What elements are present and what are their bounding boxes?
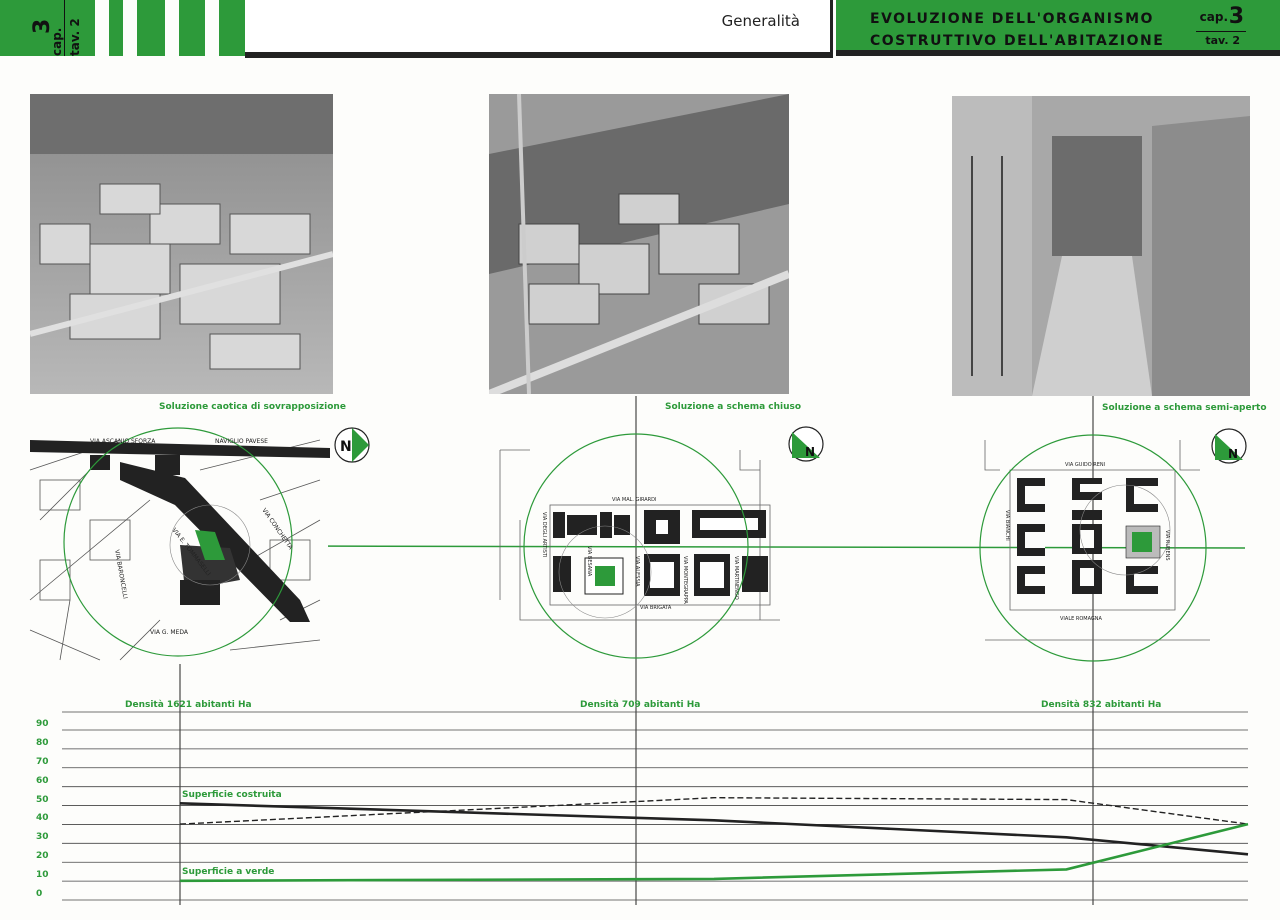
aerial-photo-closed-scheme: [489, 94, 789, 394]
street-label: VIA GUIDO RENI: [1065, 462, 1105, 468]
caption-chaotic: Soluzione caotica di sovrapposizione: [159, 402, 346, 412]
chapter-number-right: 3: [1228, 4, 1244, 29]
north-letter: N: [340, 439, 352, 455]
y-tick-label: 40: [36, 813, 49, 824]
header-section-box: Generalità: [245, 0, 833, 58]
chart-grid: [62, 711, 1248, 901]
divider: [64, 0, 65, 56]
street-label: VIA BRIGATA: [640, 605, 672, 611]
north-letter: N: [1228, 447, 1238, 461]
caption-semi-open: Soluzione a schema semi-aperto: [1102, 403, 1267, 413]
street-label: VIA RUBENS: [1164, 530, 1170, 561]
north-arrow-icon: N: [334, 427, 370, 463]
tav-label-right: tav. 2: [1205, 34, 1240, 47]
y-tick-label: 60: [36, 775, 49, 786]
site-plan-closed: [499, 433, 780, 659]
y-tick-label: 70: [36, 756, 49, 767]
divider: [1196, 31, 1246, 32]
y-tick-label: 10: [36, 870, 49, 881]
street-photo-semi-open: [952, 96, 1250, 396]
site-plan-semi-open: [979, 434, 1210, 662]
street-label: VIA DEGLI ARTISTI: [541, 512, 547, 557]
street-label: NAVIGLIO PAVESE: [215, 438, 268, 445]
y-tick-label: 30: [36, 832, 49, 843]
header-stripe: [205, 0, 219, 56]
street-label: VIALE ROMAGNA: [1060, 616, 1103, 622]
header-title-box: EVOLUZIONE DELL'ORGANISMO COSTRUTTIVO DE…: [836, 0, 1280, 56]
header-stripe: [123, 0, 137, 56]
y-tick-label: 90: [36, 719, 49, 729]
street-label: VIA ALESSIA: [634, 556, 640, 587]
density-label-closed: Densità 709 abitanti Ha: [580, 700, 701, 710]
street-label: VIA BESANA: [586, 546, 592, 577]
street-label: VIA BIANCHI: [1004, 510, 1010, 541]
header-green-band-left: [0, 0, 245, 56]
chapter-label-right: cap.: [1199, 10, 1228, 24]
series-line-0: [179, 802, 1249, 856]
series-label-built: Superficie costruita: [182, 790, 282, 800]
north-arrow-icon: N: [1211, 428, 1247, 464]
street-label: VIA G. MEDA: [150, 629, 189, 636]
y-tick-label: 0: [36, 889, 43, 899]
section-title: Generalità: [721, 12, 800, 30]
page-title: EVOLUZIONE DELL'ORGANISMO COSTRUTTIVO DE…: [870, 8, 1164, 52]
series-label-green: Superficie a verde: [182, 867, 275, 877]
caption-closed: Soluzione a schema chiuso: [665, 402, 802, 412]
header-stripe: [165, 0, 179, 56]
north-letter: N: [805, 445, 815, 459]
density-label-semi-open: Densità 832 abitanti Ha: [1041, 700, 1162, 710]
y-tick-label: 50: [36, 794, 49, 805]
title-line-1: EVOLUZIONE DELL'ORGANISMO: [870, 11, 1154, 27]
street-label: VIA MARTINENGO: [733, 556, 739, 600]
street-label: VIA ASCANIO SFORZA: [90, 438, 156, 445]
aerial-photo-chaotic: [30, 94, 333, 394]
north-arrow-icon: N: [788, 426, 824, 462]
series-line-2: [179, 822, 1249, 883]
street-label: VIA MONTEGRAPPA: [682, 556, 688, 604]
density-label-chaotic: Densità 1621 abitanti Ha: [125, 700, 252, 710]
title-line-2: COSTRUTTIVO DELL'ABITAZIONE: [870, 33, 1165, 49]
chapter-box-left: 3 cap. tav. 2: [28, 0, 86, 56]
street-label: VIA MAL. GIRARDI: [612, 497, 656, 503]
y-tick-label: 20: [36, 851, 49, 862]
y-tick-label: 80: [36, 737, 49, 748]
site-plan-chaotic: [29, 427, 330, 664]
header-stripe: [95, 0, 109, 56]
chart-series: [179, 796, 1249, 883]
